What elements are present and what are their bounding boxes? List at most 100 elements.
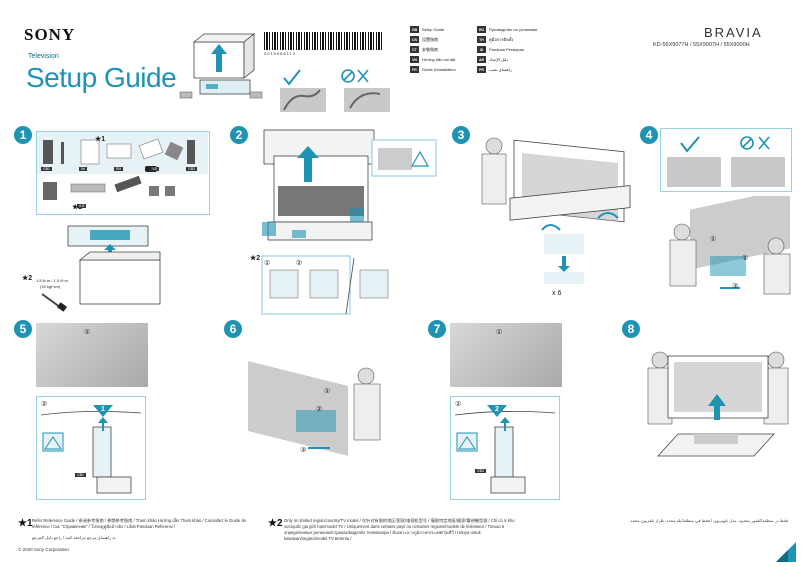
footnote-star-1: ★1 (18, 518, 33, 529)
step-3-lift-tv-illustration (481, 137, 631, 284)
accessory-tag: GB1 (41, 167, 53, 171)
step-4-substep-1: ① (710, 236, 717, 243)
step-1-soundbar-illustration (67, 225, 161, 305)
barcode-digits: 5015668110 (264, 51, 296, 56)
step-4-substep-2: ② (742, 255, 749, 262)
star-2-screw-mark: ★2 (22, 275, 33, 282)
corner-fold-icon (776, 542, 796, 562)
step-7-arrow-label: 2 (495, 406, 499, 413)
product-category: Television (28, 53, 59, 60)
step-2-substep-2: ② (296, 260, 303, 267)
language-label: คู่มือการติดตั้ง (489, 37, 514, 42)
copyright: © 2020 Sony Corporation (18, 547, 69, 552)
step-6-substep-2: ② (316, 406, 323, 413)
step-3-number: 3 (452, 126, 470, 144)
step-5-number: 5 (14, 320, 32, 338)
language-label: Setup Guide (422, 27, 445, 32)
language-code: CT (410, 46, 419, 53)
step-7-substep-2: ② (455, 401, 462, 408)
step-3-multiplier: x 6 (552, 290, 562, 297)
step-4-carry-tv-illustration (669, 196, 791, 295)
step-4-number: 4 (640, 126, 658, 144)
language-label: 设置指南 (422, 36, 438, 42)
step-5-stand-panel: ② 1 GB1 (36, 396, 146, 500)
accessory-tag: IM (79, 167, 87, 171)
item-ab-tag: A B (77, 204, 87, 208)
footnote-2-text: Only on limited region/country/TV model … (284, 518, 515, 541)
step-7-part-tag: GB3 (475, 469, 487, 473)
step-5-arrow-label: 1 (101, 406, 105, 413)
language-code: ID (477, 46, 486, 53)
language-code: RU (477, 26, 486, 33)
language-code: PR (477, 66, 486, 73)
language-code: FR (410, 66, 419, 73)
step-7-stand-illustration (454, 405, 556, 494)
accessory-tag: VS (150, 167, 160, 171)
language-label: دليل الإعداد (489, 57, 509, 62)
handling-do-dont-illustration (280, 69, 390, 112)
language-code: GB (410, 26, 419, 33)
accessory-tag: RM (113, 167, 124, 171)
accessory-tag: GB3 (186, 167, 198, 171)
language-label: Guide d'installation (422, 67, 456, 72)
step-7-substep-1: ① (496, 329, 503, 336)
language-label: Panduan Persiapan (489, 47, 525, 52)
do-dont-handling-icons (667, 136, 785, 187)
step-2-substep-1: ① (264, 260, 271, 267)
screwdriver-icon (41, 293, 67, 312)
accessories-illustration (43, 138, 195, 200)
step-6-substep-3: ③ (300, 447, 307, 454)
step-8-place-tv-illustration (647, 351, 789, 457)
language-label: Hướng dẫn cài đặt (422, 57, 456, 62)
step-5-substep-1: ① (84, 329, 91, 336)
footnote-1-arabic: به راهنمای مرجع مراجعه کنید / راجع دليل … (32, 535, 116, 540)
sony-logo: SONY (24, 25, 76, 44)
step-2-star-2-mark: ★2 (250, 255, 261, 262)
language-label: راهنمای نصب (489, 67, 512, 72)
step-5-part-tag: GB1 (75, 473, 87, 477)
step-5-photo (36, 323, 148, 387)
step-6-number: 6 (224, 320, 242, 338)
language-label: 安裝指南 (422, 46, 438, 52)
model-numbers: KD-55X9077H / 55X9007H / 55X9000H (653, 42, 750, 48)
step-7-photo (450, 323, 562, 387)
step-7-number: 7 (428, 320, 446, 338)
screw-torque-spec: 1.5 N·m / 1.5 N·m (36, 278, 68, 283)
language-label: Руководство по установке (489, 27, 538, 32)
footnote-star-2: ★2 (268, 518, 283, 529)
page-title: Setup Guide (26, 62, 177, 93)
step-1-number: 1 (14, 126, 32, 144)
step-6-attach-stand-illustration (248, 360, 381, 456)
language-code: CN (410, 36, 419, 43)
step-5-substep-2: ② (41, 401, 48, 408)
barcode (264, 32, 382, 50)
language-code: VN (410, 56, 419, 63)
step-5-stand-illustration (40, 405, 142, 494)
step-4-handling-panel (660, 128, 792, 192)
step-4-substep-3: ③ (732, 283, 739, 290)
footnote-2-arabic: فقط در منطقه/کشور محدود، مدل تلویزیون / … (630, 518, 788, 523)
step-2-number: 2 (230, 126, 248, 144)
footnote-1-text: Refer Reference Guide / 参阅参考指南 / 參閱參考指南 … (32, 518, 247, 529)
step-6-substep-1: ① (324, 388, 331, 395)
bravia-logo: BRAVIA (704, 25, 763, 40)
language-code: AR (477, 56, 486, 63)
step-7-stand-panel: ② 2 GB3 (450, 396, 560, 500)
unboxing-illustration (179, 33, 263, 99)
step-8-number: 8 (622, 320, 640, 338)
language-code: TH (477, 36, 486, 43)
star-1-mark: ★1 (95, 136, 106, 143)
step-2-remove-box-illustration (261, 129, 437, 315)
